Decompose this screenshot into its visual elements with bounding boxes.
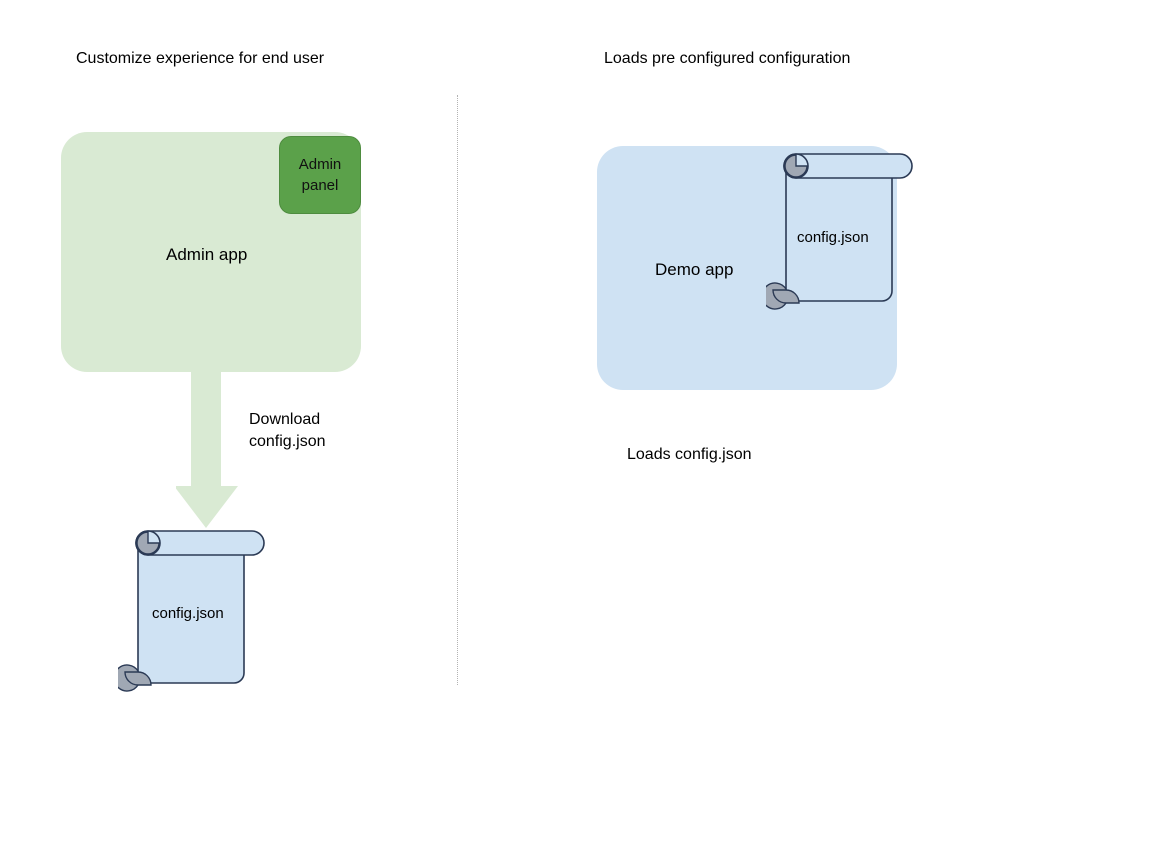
download-caption-line2: config.json: [249, 433, 326, 450]
admin-app-label: Admin app: [166, 245, 248, 264]
config-file-scroll-right[interactable]: [766, 148, 916, 311]
download-arrow-icon: [176, 366, 238, 528]
admin-panel-chip[interactable]: Admin panel: [279, 136, 361, 214]
demo-app-label: Demo app: [655, 260, 734, 279]
download-caption-line1: Download: [249, 411, 321, 428]
config-file-left-label: config.json: [152, 605, 224, 622]
config-file-scroll-left[interactable]: [118, 525, 268, 693]
download-arrow-caption: Download config.json: [249, 409, 326, 453]
admin-panel-label: Admin panel: [299, 154, 342, 196]
right-section-title: Loads pre configured configuration: [604, 50, 851, 67]
admin-panel-label-line1: Admin: [298, 156, 342, 173]
loads-config-caption: Loads config.json: [627, 446, 752, 463]
vertical-divider: [457, 95, 458, 685]
config-file-right-label: config.json: [797, 229, 869, 246]
left-section-title: Customize experience for end user: [76, 50, 325, 67]
admin-panel-label-line2: panel: [301, 177, 339, 194]
